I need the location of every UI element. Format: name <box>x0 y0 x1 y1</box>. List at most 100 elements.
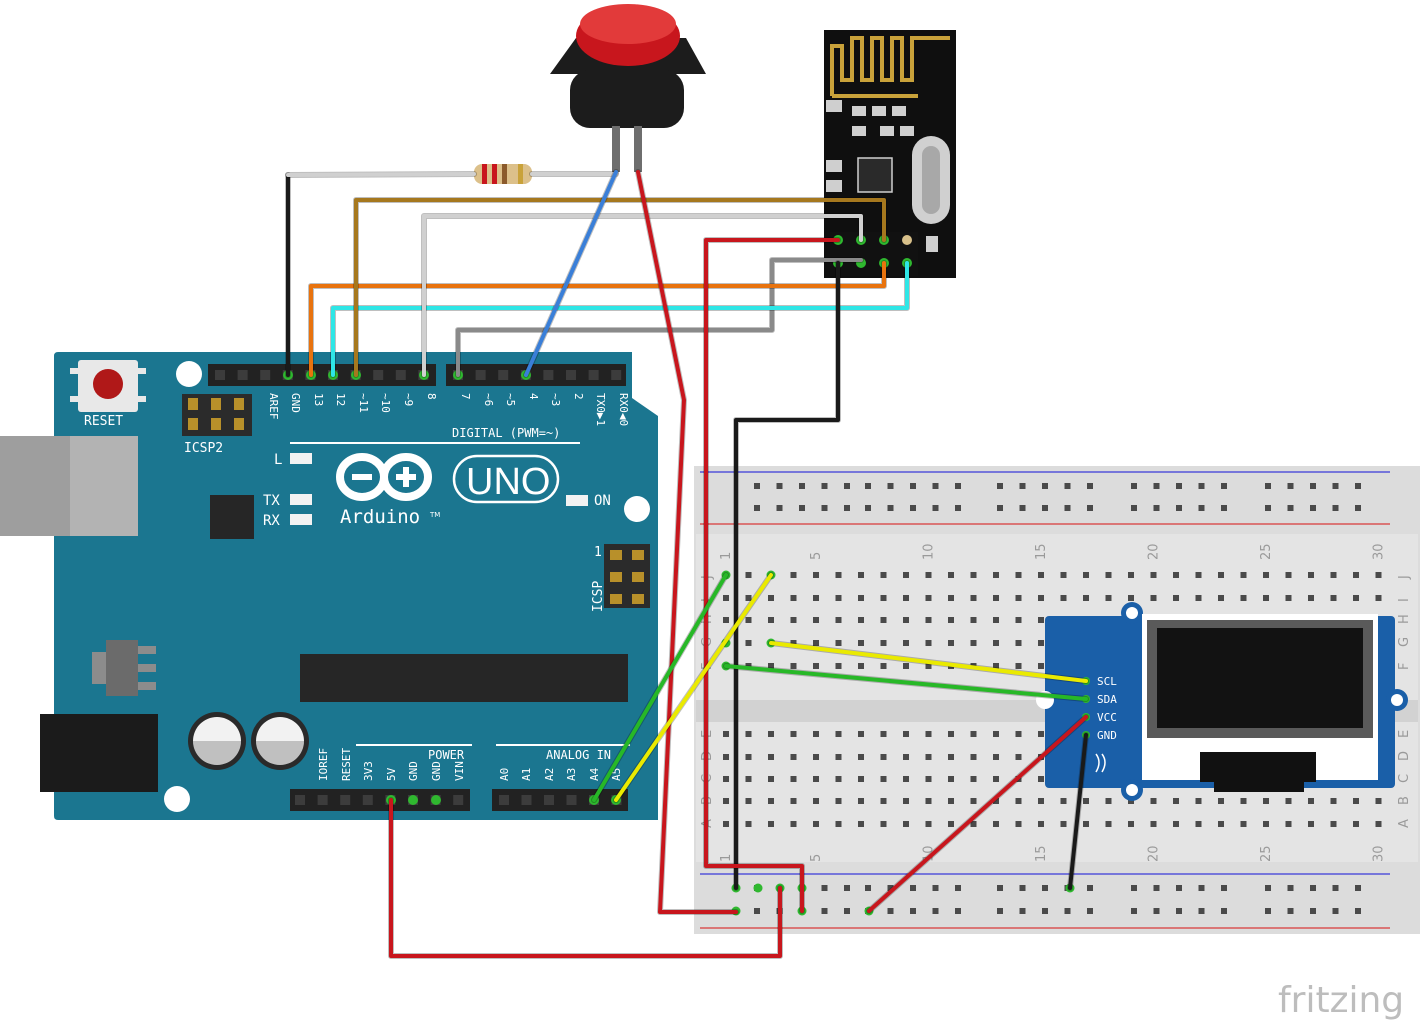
red-wire[interactable] <box>636 170 738 914</box>
breadboard-hole[interactable] <box>768 731 774 737</box>
breadboard-hole[interactable] <box>1173 821 1179 827</box>
breadboard-hole[interactable] <box>1015 572 1022 578</box>
breadboard-hole[interactable] <box>1330 595 1337 601</box>
rail-hole[interactable] <box>1019 885 1026 891</box>
breadboard-hole[interactable] <box>1308 798 1314 804</box>
rail-hole[interactable] <box>1087 505 1093 511</box>
rail-hole[interactable] <box>1287 505 1294 511</box>
breadboard-hole[interactable] <box>790 821 797 827</box>
breadboard-hole[interactable] <box>723 754 729 760</box>
rail-hole[interactable] <box>997 885 1003 891</box>
breadboard-hole[interactable] <box>1083 798 1089 804</box>
breadboard-hole[interactable] <box>813 731 819 737</box>
breadboard-hole[interactable] <box>813 798 819 804</box>
rail-hole[interactable] <box>1064 505 1071 511</box>
breadboard-hole[interactable] <box>858 595 864 601</box>
header-pin[interactable] <box>340 795 351 805</box>
breadboard-hole[interactable] <box>745 617 752 623</box>
breadboard-hole[interactable] <box>1218 572 1224 578</box>
breadboard-hole[interactable] <box>858 776 864 782</box>
rail-hole[interactable] <box>844 885 850 891</box>
breadboard-hole[interactable] <box>723 595 729 601</box>
green-wire[interactable] <box>592 573 728 802</box>
rail-hole[interactable] <box>1153 505 1160 511</box>
breadboard-hole[interactable] <box>993 663 999 669</box>
rail-hole[interactable] <box>1019 908 1026 914</box>
breadboard-hole[interactable] <box>723 731 729 737</box>
breadboard-hole[interactable] <box>768 617 774 623</box>
rail-hole[interactable] <box>955 908 961 914</box>
blue-wire[interactable] <box>524 170 618 377</box>
breadboard-hole[interactable] <box>1353 572 1359 578</box>
breadboard-hole[interactable] <box>835 572 842 578</box>
breadboard-hole[interactable] <box>790 617 797 623</box>
header-pin[interactable] <box>611 370 622 380</box>
breadboard-hole[interactable] <box>993 640 999 646</box>
breadboard-hole[interactable] <box>880 617 887 623</box>
breadboard-hole[interactable] <box>993 572 999 578</box>
breadboard-hole[interactable] <box>1060 798 1067 804</box>
orange-wire[interactable] <box>309 261 886 377</box>
black-wire[interactable] <box>734 261 840 890</box>
breadboard-hole[interactable] <box>993 595 999 601</box>
rail-hole[interactable] <box>1287 483 1294 489</box>
header-pin[interactable] <box>260 370 271 380</box>
rail-hole[interactable] <box>1332 505 1339 511</box>
connected-pin[interactable] <box>431 795 441 805</box>
breadboard-hole[interactable] <box>1105 798 1112 804</box>
breadboard-hole[interactable] <box>835 821 842 827</box>
breadboard-hole[interactable] <box>1375 821 1382 827</box>
breadboard-hole[interactable] <box>1218 821 1224 827</box>
rail-hole[interactable] <box>955 505 961 511</box>
rail-hole[interactable] <box>844 483 850 489</box>
rail-hole[interactable] <box>1198 908 1205 914</box>
header-pin[interactable] <box>566 370 576 380</box>
rail-hole[interactable] <box>1310 505 1316 511</box>
breadboard-hole[interactable] <box>1173 572 1179 578</box>
resistor-lead-left[interactable] <box>286 172 476 177</box>
breadboard-hole[interactable] <box>903 572 909 578</box>
rail-hole[interactable] <box>1332 885 1339 891</box>
brown-wire[interactable] <box>354 198 886 377</box>
breadboard-hole[interactable] <box>790 776 797 782</box>
breadboard-hole[interactable] <box>925 776 932 782</box>
rail-hole[interactable] <box>955 885 961 891</box>
breadboard-hole[interactable] <box>970 617 977 623</box>
red-wire[interactable] <box>389 798 782 958</box>
rail-hole[interactable] <box>997 483 1003 489</box>
breadboard-hole[interactable] <box>1263 595 1269 601</box>
rail-hole[interactable] <box>1042 885 1048 891</box>
breadboard-hole[interactable] <box>1218 798 1224 804</box>
breadboard-hole[interactable] <box>925 754 932 760</box>
rail-hole[interactable] <box>1176 483 1182 489</box>
breadboard-hole[interactable] <box>790 663 797 669</box>
rail-hole[interactable] <box>821 885 828 891</box>
breadboard-hole[interactable] <box>858 731 864 737</box>
rail-hole[interactable] <box>1131 908 1137 914</box>
rail-hole[interactable] <box>1176 908 1182 914</box>
rail-hole[interactable] <box>1153 885 1160 891</box>
rail-hole[interactable] <box>865 483 871 489</box>
breadboard-hole[interactable] <box>813 821 819 827</box>
rail-hole[interactable] <box>1287 885 1294 891</box>
breadboard-hole[interactable] <box>1015 798 1022 804</box>
rail-hole[interactable] <box>1198 483 1205 489</box>
breadboard-hole[interactable] <box>1105 595 1112 601</box>
rail-hole[interactable] <box>1131 483 1137 489</box>
yellow-wire[interactable] <box>769 641 1088 683</box>
header-pin[interactable] <box>453 795 464 805</box>
breadboard-hole[interactable] <box>745 572 752 578</box>
breadboard-hole[interactable] <box>858 572 864 578</box>
breadboard-hole[interactable] <box>858 754 864 760</box>
cyan-wire[interactable] <box>331 261 909 377</box>
rail-hole[interactable] <box>997 505 1003 511</box>
rail-hole[interactable] <box>1265 885 1271 891</box>
rail-hole[interactable] <box>910 483 916 489</box>
breadboard-hole[interactable] <box>813 776 819 782</box>
breadboard-hole[interactable] <box>745 754 752 760</box>
breadboard-hole[interactable] <box>1330 798 1337 804</box>
breadboard-hole[interactable] <box>1195 595 1202 601</box>
rail-hole[interactable] <box>799 483 805 489</box>
header-pin[interactable] <box>362 795 373 805</box>
rail-hole[interactable] <box>932 505 939 511</box>
